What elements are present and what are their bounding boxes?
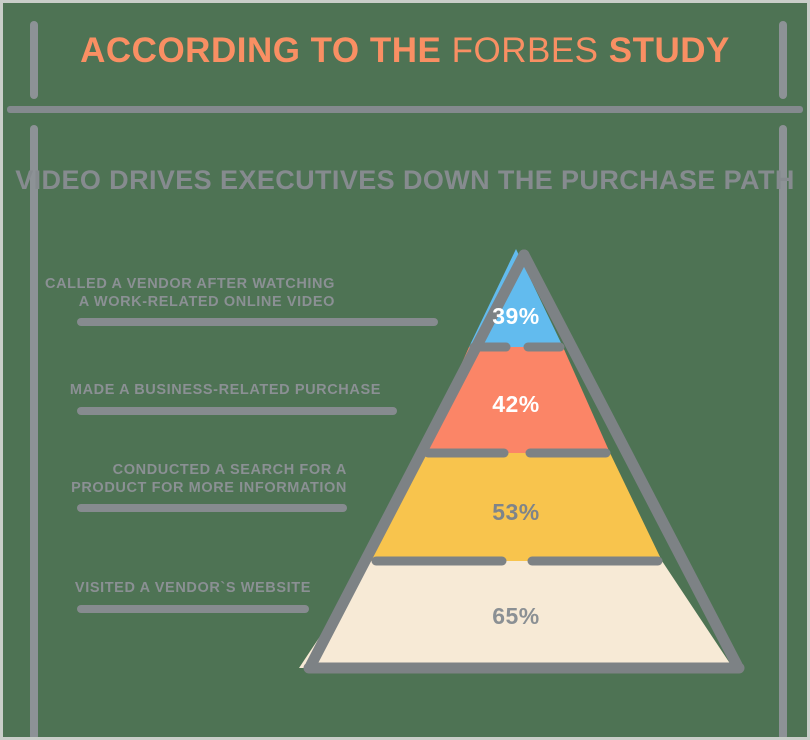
pyramid-value-1: 42% (492, 391, 540, 417)
tier-label-2-connector (77, 504, 347, 513)
tier-label-1: MADE A BUSINESS-RELATED PURCHASE (3, 382, 443, 415)
header-divider-rule (7, 106, 803, 113)
tier-label-0: CALLED A VENDOR AFTER WATCHING A WORK-RE… (3, 276, 443, 327)
pyramid-edge-left (305, 249, 530, 671)
page-title: ACCORDING TO THE FORBES STUDY (3, 31, 807, 71)
page-title-part-1: ACCORDING TO THE (80, 31, 452, 70)
tier-label-3-line1: VISITED A VENDOR`S WEBSITE (74, 580, 311, 596)
tier-label-0-line1: CALLED A VENDOR AFTER WATCHING (45, 276, 335, 292)
chart-subtitle: VIDEO DRIVES EXECUTIVES DOWN THE PURCHAS… (15, 165, 795, 195)
pyramid-tier-fill-2 (370, 453, 662, 561)
tier-label-3-text: VISITED A VENDOR`S WEBSITE (3, 580, 443, 598)
tier-label-1-connector (77, 406, 397, 415)
tier-label-0-connector (77, 318, 438, 327)
pyramid-outline (303, 249, 745, 674)
pyramid-dividers (371, 342, 663, 566)
pyramid-value-0: 39% (492, 303, 540, 329)
tier-label-1-line1: MADE A BUSINESS-RELATED PURCHASE (69, 382, 381, 398)
tier-label-0-text: CALLED A VENDOR AFTER WATCHING A WORK-RE… (3, 276, 443, 311)
header-tick-left (30, 21, 38, 99)
tier-label-3-connector (77, 604, 309, 613)
page-title-part-3: STUDY (608, 31, 730, 70)
tier-label-1-text: MADE A BUSINESS-RELATED PURCHASE (3, 382, 443, 400)
pyramid-tier-fill-1 (422, 347, 610, 453)
tier-label-2-text: CONDUCTED A SEARCH FOR A PRODUCT FOR MOR… (3, 462, 443, 497)
pyramid-edge-right (518, 249, 743, 671)
tier-label-2: CONDUCTED A SEARCH FOR A PRODUCT FOR MOR… (3, 462, 443, 513)
tier-label-2-line1: CONDUCTED A SEARCH FOR A (112, 462, 347, 478)
pyramid-value-3: 65% (492, 603, 540, 629)
pyramid-tier-fill-3 (299, 561, 733, 668)
header-tick-right (779, 21, 787, 99)
pyramid-value-2: 53% (492, 499, 540, 525)
pyramid-chart: 39% 42% 53% 65% (273, 241, 763, 686)
tier-label-2-line2: PRODUCT FOR MORE INFORMATION (71, 479, 347, 496)
body-rail-right (779, 125, 787, 737)
tier-label-0-line2: A WORK-RELATED ONLINE VIDEO (78, 293, 335, 310)
tier-label-3: VISITED A VENDOR`S WEBSITE (3, 580, 443, 613)
body-rail-left (30, 125, 38, 737)
page-title-part-2: FORBES (451, 31, 609, 70)
pyramid-svg (299, 249, 745, 674)
